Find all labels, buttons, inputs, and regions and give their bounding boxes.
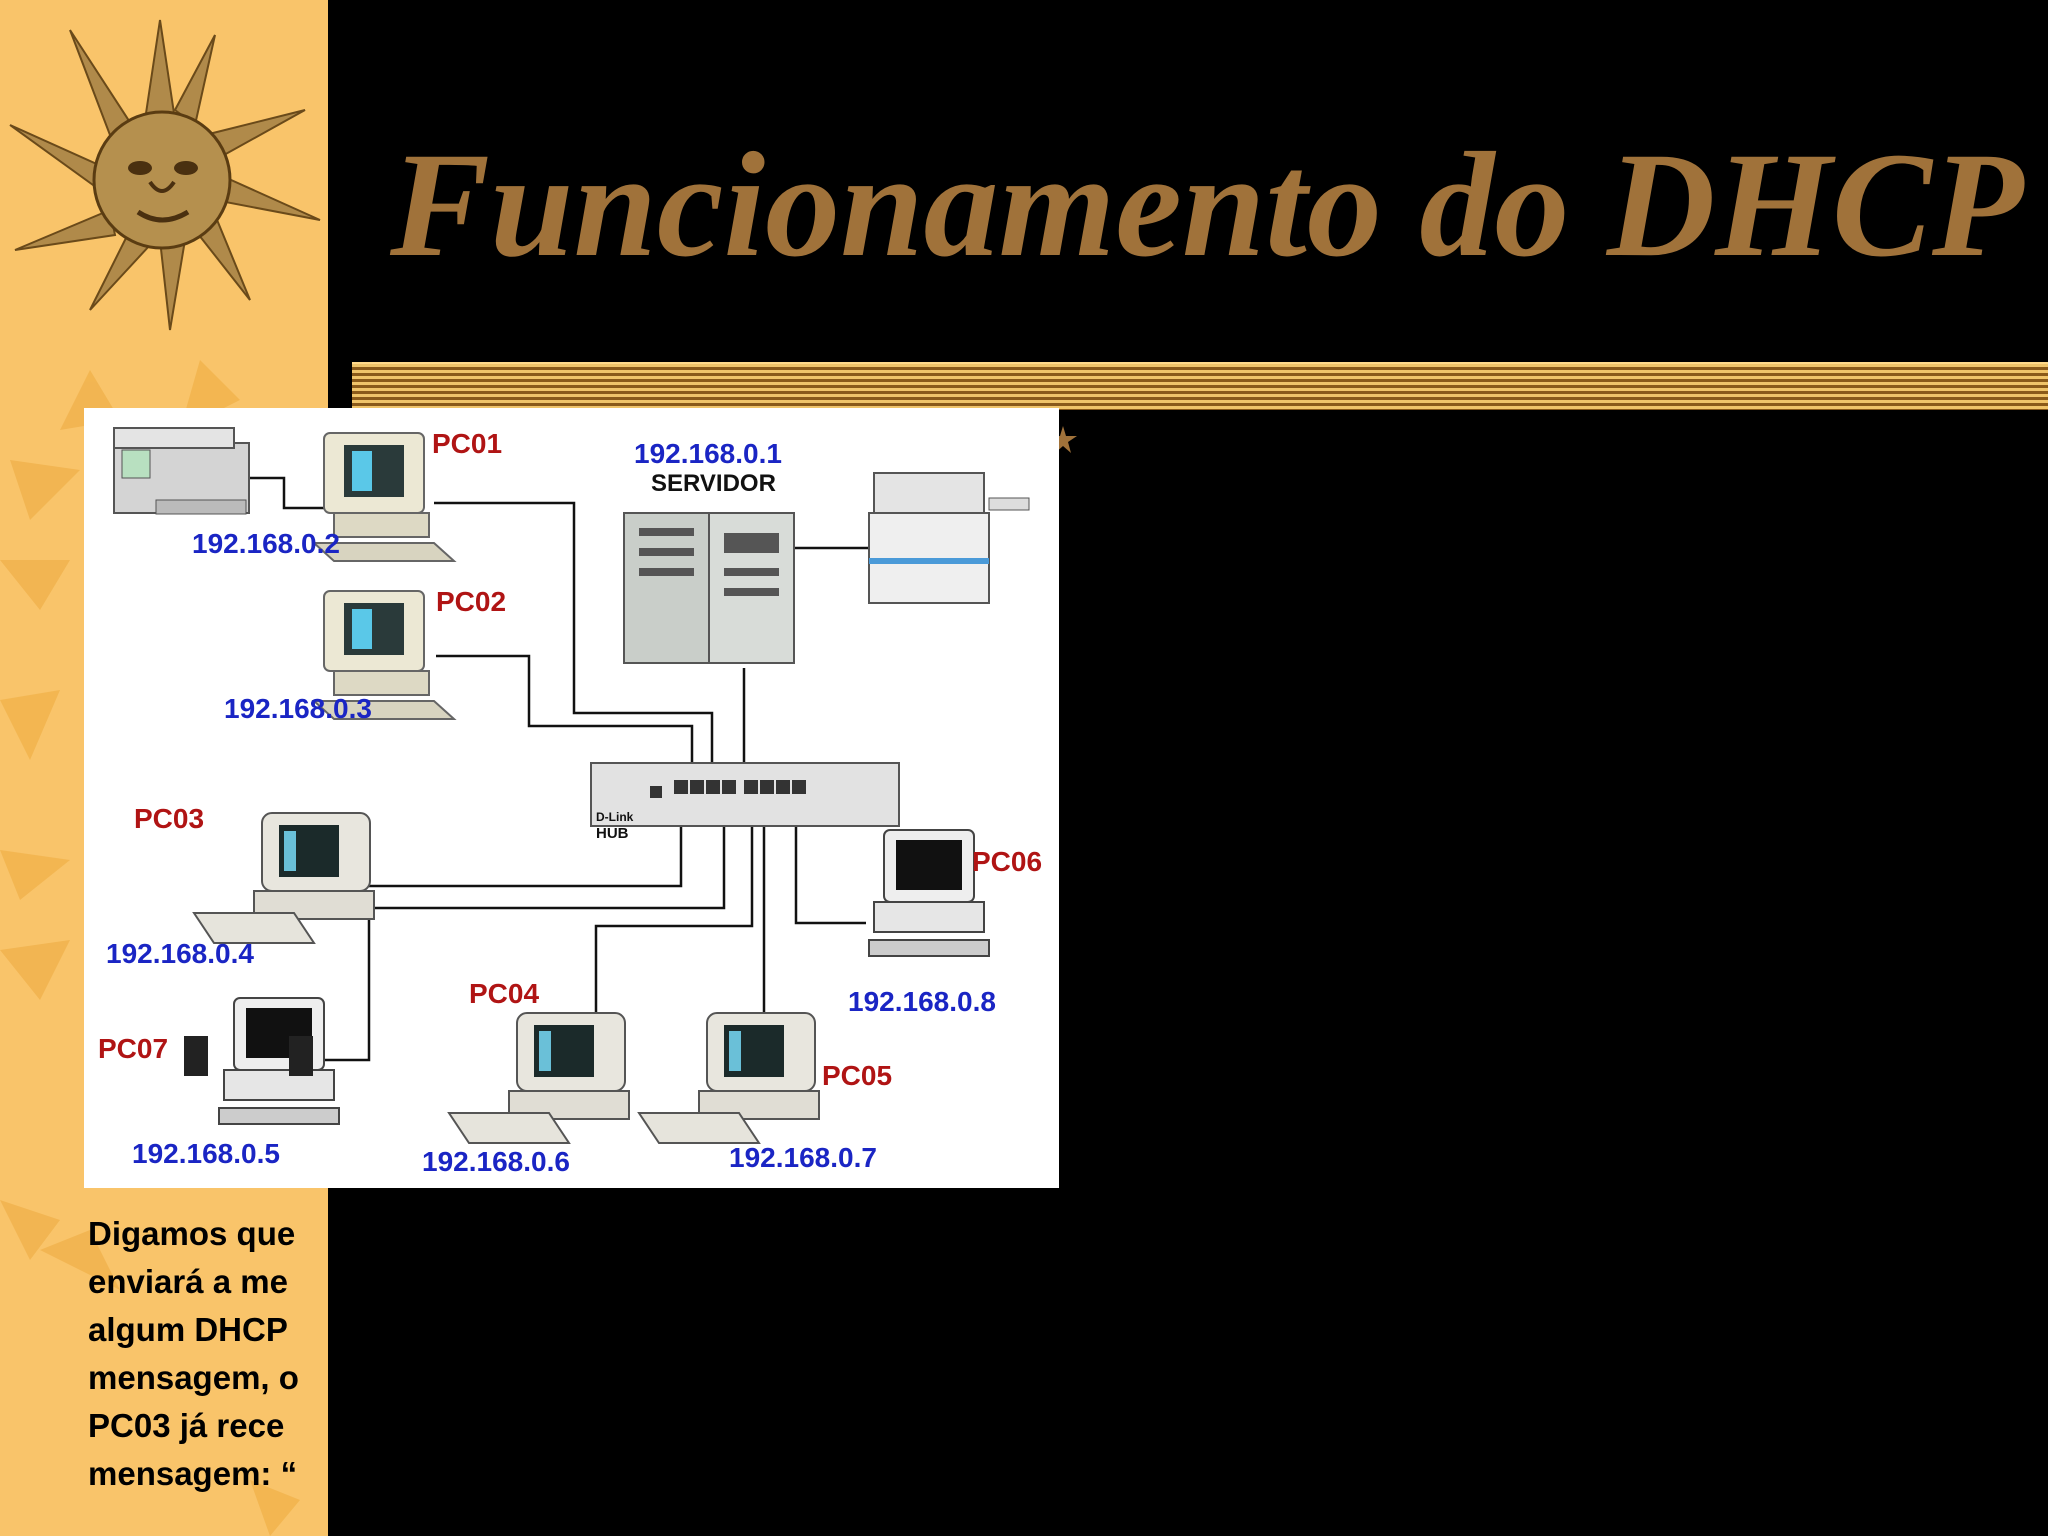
body-line: mensagem, o xyxy=(88,1359,299,1396)
speaker-icon xyxy=(184,1036,313,1076)
pc-ip-label: 192.168.0.8 xyxy=(848,986,996,1017)
hub-icon xyxy=(590,762,900,827)
network-diagram: 192.168.0.1 SERVIDOR D-Link HUB PC01 192… xyxy=(84,408,1059,1188)
sun-icon xyxy=(9,19,321,331)
server-ip-label: 192.168.0.1 xyxy=(634,438,782,469)
pc06-computer-icon xyxy=(868,829,990,957)
copier-icon xyxy=(868,472,1030,604)
pc-ip-label: 192.168.0.3 xyxy=(224,693,372,724)
slide-title: Funcionamento do DHCP xyxy=(390,122,2024,288)
printer-icon xyxy=(113,427,250,515)
pc-name-label: PC03 xyxy=(134,803,205,834)
pc03-computer-icon xyxy=(193,812,375,944)
hub-label: HUB xyxy=(596,825,629,842)
pc-ip-label: 192.168.0.2 xyxy=(192,528,340,559)
hub-brand-label: D-Link xyxy=(596,810,634,824)
pc-name-label: PC05 xyxy=(822,1060,893,1091)
body-line: PC03 já rece xyxy=(88,1407,285,1444)
pc-name-label: PC07 xyxy=(98,1033,169,1064)
pc04-computer-icon xyxy=(448,1012,630,1144)
pc-name-label: PC04 xyxy=(469,978,540,1009)
pc-name-label: PC06 xyxy=(972,846,1043,877)
pc-name-label: PC01 xyxy=(432,428,503,459)
pc-ip-label: 192.168.0.6 xyxy=(422,1146,570,1177)
pc05-computer-icon xyxy=(638,1012,820,1144)
star-bullet-icon xyxy=(1049,426,1077,453)
pc-ip-label: 192.168.0.4 xyxy=(106,938,254,969)
pc-ip-label: 192.168.0.7 xyxy=(729,1142,877,1173)
body-line: algum DHCP xyxy=(88,1311,288,1348)
title-divider xyxy=(352,362,2048,410)
body-line: mensagem: “ xyxy=(88,1455,298,1492)
body-line: enviará a me xyxy=(88,1263,288,1300)
pc-ip-label: 192.168.0.5 xyxy=(132,1138,280,1169)
pc-name-label: PC02 xyxy=(436,586,507,617)
pc07-computer-icon xyxy=(218,997,340,1125)
server-label: SERVIDOR xyxy=(651,470,776,497)
server-icon xyxy=(623,512,795,664)
body-line: Digamos que xyxy=(88,1215,296,1252)
slide-body-text: Digamos que enviará a me algum DHCP mens… xyxy=(88,1210,328,1498)
